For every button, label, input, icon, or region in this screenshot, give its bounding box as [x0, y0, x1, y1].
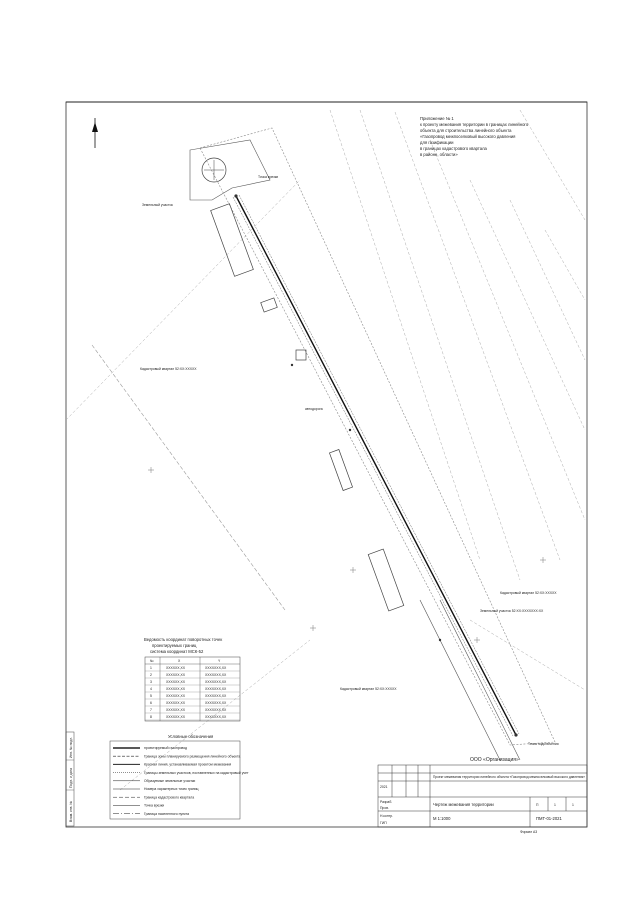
coords-cell: XXXXXX,XX — [166, 687, 186, 691]
title-drawing: Чертеж межевания территории — [433, 802, 494, 807]
title-role-1: Пров. — [380, 806, 389, 810]
gas-pipeline — [232, 194, 520, 737]
side-stamp-1: Подп. и дата — [69, 768, 73, 788]
coords-system: система координат МСК-52 — [150, 649, 204, 654]
coords-cell: 1 — [150, 666, 152, 670]
title-code: ПМТ-01-2021 — [536, 816, 562, 821]
label-quarter-lower: Кадастровый квартал 52:XX:XXXXX — [340, 687, 397, 691]
coords-cell: XXXXXXX,XX — [205, 715, 227, 719]
side-stamp-2: Взам. инв. № — [69, 801, 73, 822]
legend-item-label: Точка врезки — [144, 804, 164, 808]
legend-title: Условные обозначения — [168, 734, 213, 739]
coords-cell: 8 — [150, 715, 152, 719]
well-circle — [201, 157, 227, 183]
title-format: Формат А3 — [520, 830, 537, 834]
legend-item-label: Граница населенного пункта — [144, 812, 189, 816]
coords-cell: 5 — [150, 694, 152, 698]
coords-cell: XXXXXX,XX — [166, 673, 186, 677]
buildings — [210, 203, 405, 612]
label-parcel-right: Земельный участок 52:XX:XXXXXXX:XX — [480, 609, 544, 613]
notes-line-3: «Газопровод межпоселковый высокого давле… — [420, 134, 515, 139]
parcel-outline — [91, 127, 556, 746]
title-scale: М 1:1000 — [433, 816, 451, 821]
notes-block: Приложение № 1 к проекту межевания терри… — [420, 116, 529, 157]
legend-item-label: Границы земельных участков, поставленных… — [144, 771, 249, 775]
coords-cell: XXXXXXX,XX — [205, 687, 227, 691]
label-quarter-right: Кадастровый квартал 52:XX:XXXXX — [500, 591, 557, 595]
side-stamp-0: Инв. № подл. — [69, 737, 73, 758]
coords-cell: XXXXXXX,XX — [205, 673, 227, 677]
title-sheet: 1 — [554, 803, 556, 807]
coords-cell: 7 — [150, 708, 152, 712]
legend-item-label: Граница зоны планируемого размещения лин… — [144, 754, 240, 758]
title-role-0: Разраб. — [380, 800, 392, 804]
coords-cell: 4 — [150, 687, 152, 691]
road — [419, 599, 521, 761]
label-tap-point: Точка врезки — [258, 175, 278, 179]
coords-cell: XXXXXX,XX — [166, 666, 186, 670]
notes-line-1: к проекту межевания территории в граница… — [420, 122, 529, 127]
notes-line-5: в границах кадастрового квартала — [420, 146, 488, 151]
notes-line-6: в районе, области» — [420, 152, 458, 157]
notes-line-2: объекта для строительства линейного объе… — [420, 128, 512, 133]
outer-frame — [65, 101, 588, 828]
label-road: автодорога — [305, 407, 323, 411]
coords-title: Ведомость координат поворотных точек — [144, 637, 222, 642]
label-parcel-mid: Земельный участок — [142, 203, 173, 207]
coords-cell: XXXXXXX,XX — [205, 701, 227, 705]
notes-line-4: для газификации — [420, 140, 454, 145]
coords-cell: XXXXXXX,XX — [205, 666, 227, 670]
coords-cell: XXXXXXX,XX — [205, 708, 227, 712]
coords-cell: 3 — [150, 680, 152, 684]
title-block — [377, 764, 588, 828]
coords-cell: XXXXXX,XX — [166, 715, 186, 719]
coords-head-num: № — [150, 659, 154, 663]
coords-cell: XXXXXX,XX — [166, 680, 186, 684]
legend-item-label: Образуемые земельные участки — [144, 779, 195, 783]
north-arrow-icon — [92, 118, 98, 148]
cadastral-lines — [65, 109, 586, 791]
coords-head-y: Y — [218, 659, 221, 663]
title-role-2: Н.контр. — [380, 814, 393, 818]
coords-cell: XXXXXX,XX — [166, 708, 186, 712]
coords-cell: 2 — [150, 673, 152, 677]
coords-cell: XXXXXX,XX — [166, 694, 186, 698]
legend-item-label: Красная линия, устанавливаемая проектом … — [144, 763, 231, 767]
legend-item-label: Номера характерных точек границ — [144, 787, 199, 791]
title-stage: П — [536, 803, 539, 807]
coords-subtitle: проектируемых границ — [152, 643, 197, 648]
label-end-point: Точка подключения — [528, 742, 559, 746]
notes-line-0: Приложение № 1 — [420, 116, 454, 121]
title-object: Проект межевания территории линейного об… — [433, 775, 585, 779]
coords-cell: XXXXXXX,XX — [205, 694, 227, 698]
title-org: ООО «Организация» — [470, 757, 519, 763]
coords-cell: 6 — [150, 701, 152, 705]
coords-head-x: X — [178, 659, 181, 663]
point-markers — [234, 194, 518, 737]
legend: Условные обозначения проектируемый газоп… — [109, 734, 249, 820]
coords-table: Ведомость координат поворотных точек про… — [144, 637, 241, 722]
coords-cell: XXXXXXX,XX — [205, 680, 227, 684]
title-sheets: 1 — [572, 803, 574, 807]
title-role-3: ГИП — [380, 821, 387, 825]
legend-item-label: проектируемый газопровод — [144, 746, 187, 750]
grid-crosses — [148, 467, 546, 643]
side-stamp: Инв. № подл. Подп. и дата Взам. инв. № — [65, 731, 75, 827]
legend-item-label: Граница кадастрового квартала — [144, 795, 194, 799]
label-quarter-left: Кадастровый квартал 52:XX:XXXXX — [140, 367, 197, 371]
coords-cell: XXXXXX,XX — [166, 701, 186, 705]
title-year: 2021 — [380, 785, 388, 789]
